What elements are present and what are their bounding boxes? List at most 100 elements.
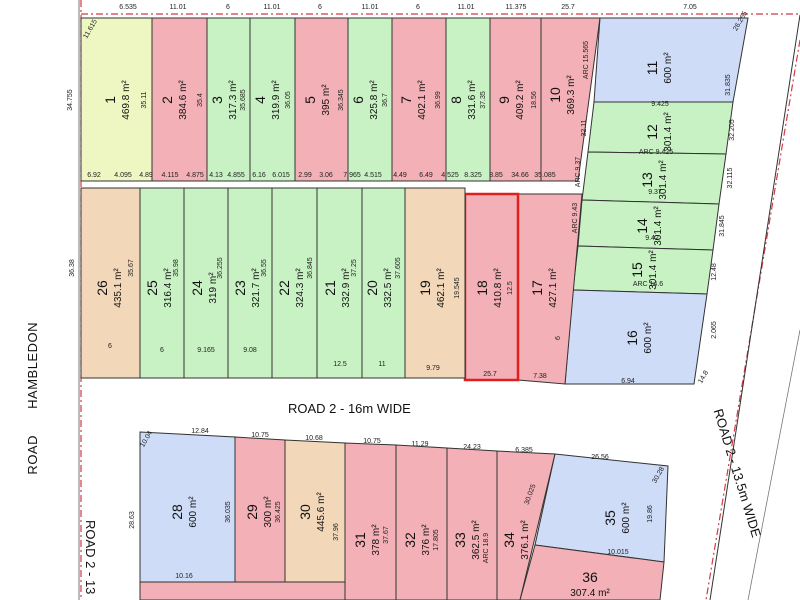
- dimension-label: 4.89: [139, 172, 153, 179]
- hambledon-road-label-line2: ROAD: [24, 434, 40, 475]
- lot-number: 36: [582, 569, 598, 585]
- lot-area: 402.1 m²: [417, 80, 428, 120]
- dimension-label: 6.92: [87, 172, 101, 179]
- lot-area: 317.3 m²: [228, 80, 239, 120]
- lot-area: 376 m²: [421, 524, 432, 556]
- dimension-label: 4.13: [209, 172, 223, 179]
- lot-number: 19: [417, 280, 433, 296]
- lot-number: 3: [209, 96, 225, 104]
- lot-number: 25: [144, 280, 160, 296]
- road-2-lower-label: ROAD 2 - 13: [83, 520, 98, 595]
- lot-parcel-shape[interactable]: [540, 17, 601, 182]
- lot-number: 33: [452, 532, 468, 548]
- dimension-label: 8.85: [489, 172, 503, 179]
- dimension-label: 36.035: [225, 501, 232, 523]
- lot-number: 32: [402, 532, 418, 548]
- lot-number: 11: [644, 61, 660, 76]
- lot-parcel-shape[interactable]: [139, 581, 346, 600]
- dimension-label: 36.05: [285, 91, 292, 109]
- lot-parcel-shape[interactable]: [446, 447, 498, 600]
- dimension-label: 37.25: [351, 259, 358, 277]
- lot-parcel-shape[interactable]: [344, 442, 397, 600]
- dimension-label: 12.5: [507, 281, 514, 295]
- hambledon-road-label: HAMBLEDON ROAD: [12, 322, 52, 474]
- dimension-label: 6.16: [252, 172, 266, 179]
- lot-number: 14: [634, 218, 650, 234]
- dimension-label: 35.685: [240, 89, 247, 111]
- dimension-label: 7.38: [533, 373, 547, 380]
- dimension-label: 11.01: [458, 4, 475, 11]
- dimension-label: 25.7: [483, 371, 497, 378]
- lot-area: 331.6 m²: [467, 80, 478, 120]
- dimension-label: ARC 14.6: [633, 281, 663, 288]
- dimension-label: 32.11: [581, 119, 588, 136]
- dimension-label: 34.66: [511, 172, 529, 179]
- lot-parcel-shape[interactable]: [80, 187, 141, 379]
- road-2-16m-label: ROAD 2 - 16m WIDE: [288, 401, 411, 416]
- dimension-label: 11.01: [362, 4, 379, 11]
- dimension-label: ARC 18.9: [483, 533, 490, 563]
- lot-number: 29: [244, 504, 260, 520]
- lot-number: 34: [501, 532, 517, 548]
- lot-area: 469.8 m²: [121, 80, 132, 120]
- lot-number: 31: [352, 532, 368, 548]
- dimension-label: 19.545: [454, 277, 461, 299]
- dimension-label: 4.095: [114, 172, 132, 179]
- lot-partial[interactable]: [139, 581, 346, 600]
- lot-parcel-shape[interactable]: [519, 544, 665, 600]
- lot-area: 301.4 m²: [658, 160, 669, 200]
- road-kerb-line: [747, 329, 800, 600]
- dimension-label: 9.425: [651, 101, 669, 108]
- lot-number: 24: [189, 280, 205, 296]
- dimension-label: 17.805: [433, 529, 440, 551]
- lot-parcel-shape[interactable]: [496, 450, 556, 600]
- lot-parcel-shape[interactable]: [284, 439, 346, 583]
- lot-parcel-shape[interactable]: [587, 101, 734, 155]
- dimension-label: 37.96: [333, 523, 340, 541]
- lot-number: 1: [102, 96, 118, 104]
- lot-area: 600 m²: [621, 502, 632, 534]
- dimension-label: 6: [108, 343, 112, 350]
- dimension-label: 12.48: [711, 263, 718, 281]
- dimension-label: 26.56: [591, 454, 609, 461]
- dimension-label: 35.4: [197, 93, 204, 107]
- dimension-label: 6: [416, 4, 420, 11]
- lot-parcel-shape[interactable]: [395, 444, 448, 600]
- lot-number: 10: [547, 87, 563, 103]
